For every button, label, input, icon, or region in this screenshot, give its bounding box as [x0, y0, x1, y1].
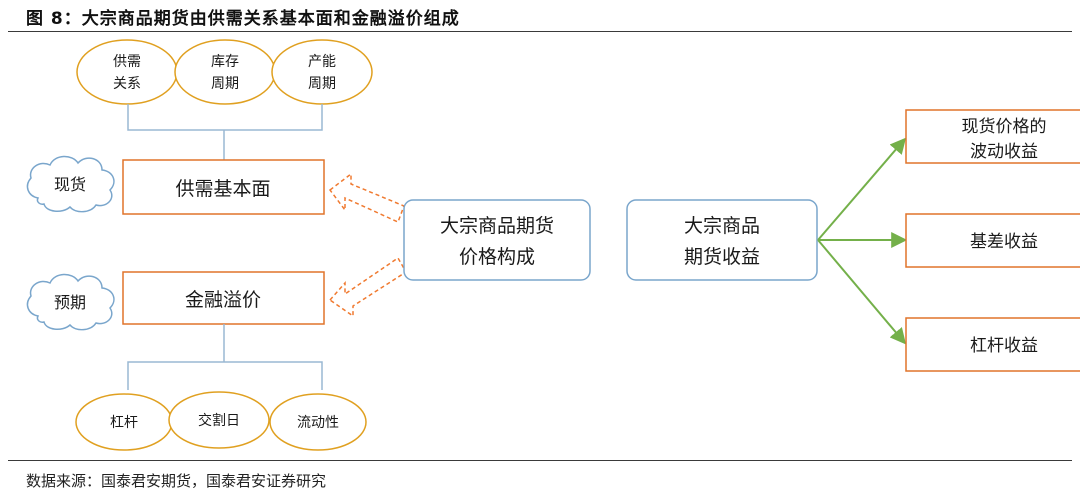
- svg-text:现货价格的: 现货价格的: [962, 117, 1047, 137]
- green-arrow-to-leverage-return: [817, 239, 907, 345]
- box-price-composition: 大宗商品期货 价格构成: [403, 199, 591, 281]
- dashed-arrow-to-fundamentals: [328, 172, 405, 224]
- top-oval-capacity-cycle: 产能 周期: [271, 39, 373, 105]
- svg-text:供需基本面: 供需基本面: [175, 178, 270, 200]
- svg-text:产能: 产能: [308, 54, 336, 70]
- top-divider: [8, 31, 1072, 32]
- box-leverage-return: 杠杆收益: [905, 317, 1080, 372]
- bottom-oval-leverage: 杠杆: [75, 393, 173, 451]
- svg-text:周期: 周期: [308, 76, 336, 92]
- svg-text:基差收益: 基差收益: [970, 232, 1038, 252]
- data-source-note: 数据来源：国泰君安期货，国泰君安证券研究: [26, 472, 327, 490]
- figure-title: 图 8：大宗商品期货由供需关系基本面和金融溢价组成: [26, 9, 460, 29]
- svg-text:预期: 预期: [54, 293, 86, 312]
- box-financial-premium: 金融溢价: [122, 271, 325, 325]
- svg-text:大宗商品: 大宗商品: [684, 215, 760, 237]
- svg-text:金融溢价: 金融溢价: [185, 289, 261, 311]
- cloud-spot: 现货: [26, 155, 115, 213]
- cloud-expectation: 预期: [26, 273, 115, 331]
- top-oval-inventory-cycle: 库存 周期: [174, 39, 276, 105]
- svg-text:流动性: 流动性: [297, 415, 339, 431]
- svg-text:期货收益: 期货收益: [684, 246, 760, 268]
- bottom-bracket: [127, 324, 323, 390]
- svg-text:现货: 现货: [54, 175, 86, 194]
- svg-text:关系: 关系: [113, 76, 141, 92]
- box-futures-returns: 大宗商品 期货收益: [626, 199, 818, 281]
- dashed-arrow-to-premium: [328, 256, 408, 318]
- box-supply-demand-fundamentals: 供需基本面: [122, 159, 325, 215]
- top-bracket: [127, 104, 323, 160]
- svg-text:交割日: 交割日: [198, 412, 240, 429]
- svg-text:价格构成: 价格构成: [459, 246, 535, 268]
- svg-text:库存: 库存: [211, 54, 239, 70]
- green-arrow-to-spot-return: [817, 137, 907, 241]
- svg-text:杠杆收益: 杠杆收益: [970, 336, 1038, 356]
- svg-text:供需: 供需: [113, 54, 141, 70]
- box-basis-return: 基差收益: [905, 213, 1080, 268]
- box-spot-price-volatility-return: 现货价格的 波动收益: [905, 109, 1080, 164]
- top-oval-supply-demand: 供需 关系: [76, 39, 178, 105]
- svg-text:杠杆: 杠杆: [110, 415, 138, 431]
- svg-text:周期: 周期: [211, 76, 239, 92]
- bottom-oval-delivery-date: 交割日: [168, 391, 270, 449]
- bottom-divider: [8, 460, 1072, 461]
- svg-text:波动收益: 波动收益: [970, 142, 1038, 162]
- bottom-oval-liquidity: 流动性: [269, 393, 367, 451]
- svg-text:大宗商品期货: 大宗商品期货: [440, 215, 554, 237]
